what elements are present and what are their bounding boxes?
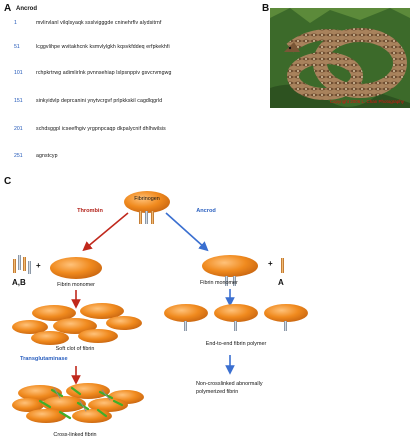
fibrinopeptide-rod: [13, 259, 16, 273]
crosslinked-label: Cross-linked fibrin: [53, 432, 97, 438]
soft-clot-cluster: [12, 303, 142, 345]
sequence-row-text: agnstcyp: [36, 153, 58, 159]
fibrin-monomer-ellipse: [202, 255, 258, 277]
plus-right: +: [268, 259, 273, 268]
sequence-row: 151 sinkyidvlp deprcanini ynytvcrgvf prlp…: [14, 98, 162, 104]
thrombin-label: Thrombin: [77, 208, 103, 214]
sequence-row: 101 rchpkrtrwg adimlirlnk pvnnsehiap lslp…: [14, 70, 171, 76]
soft-clot-label: Soft clot of fibrin: [55, 346, 95, 352]
sequence-row-text: schdsggpl icseefhgiv yrgpnpcaqp dkpalycn…: [36, 126, 166, 132]
sequence-title: Ancrod: [16, 6, 37, 12]
fibrinopeptide-a-label: A: [278, 278, 284, 287]
sequence-row-text: sinkyidvlp deprcanini ynytvcrgvf prlpkks…: [36, 98, 163, 104]
sequence-row: 1 mvlirvlanl vilqlsyaqk ssslvigggde cnine…: [14, 20, 161, 26]
end-to-end-polymer: [164, 304, 308, 331]
fibrinopeptide-ab-label: A,B: [12, 278, 26, 287]
fibrin-monomer-left-label: Fibrin monomer: [57, 282, 95, 288]
photo-credit: Copyright 2006 L. Chan Photography: [329, 99, 404, 104]
fibrinogen-label: Fibrinogen: [134, 196, 160, 202]
fibrinopeptide-peg: [145, 211, 148, 224]
sequence-row: 251 agnstcyp: [14, 153, 58, 159]
panel-label-a: A: [4, 3, 12, 14]
panel-label-b: B: [262, 3, 270, 14]
sequence-row-text: rchpkrtrwg adimlirlnk pvnnsehiap lslpsnp…: [36, 70, 172, 76]
sequence-row-text: lcggvlihpe wvitakhcnk ksmvlylgkh kqsvkfd…: [36, 44, 170, 50]
panel-label-c: C: [4, 176, 12, 187]
thrombin-arrow: [82, 212, 129, 252]
snake-photo-image: [270, 8, 410, 108]
fibrin-monomer-right-label: Fibrin monomer: [200, 280, 238, 286]
crosslinked-fibrin-cluster: [12, 383, 144, 423]
fibrinopeptide-rod: [281, 258, 284, 273]
fibrinopeptide-peg: [18, 255, 21, 270]
sequence-row-number: 251: [14, 153, 23, 159]
ancrod-arrow: [165, 212, 209, 252]
sequence-row-number: 1: [14, 20, 17, 26]
fibrinogen-ellipse: [124, 191, 170, 213]
non-crosslinked-label-line2: polymerized fibrin: [196, 389, 239, 395]
snake-photo: Copyright 2006 L. Chan Photography: [270, 8, 410, 108]
fibrinopeptide-rod: [23, 257, 26, 271]
fibrinopeptide-peg: [28, 261, 31, 274]
fibrin-monomer-ellipse: [50, 257, 102, 279]
sequence-row-text: mvlirvlanl vilqlsyaqk ssslvigggde cnineh…: [36, 20, 162, 26]
ancrod-label: Ancrod: [196, 208, 216, 214]
sequence-row-number: 51: [14, 44, 20, 50]
sequence-row: 201 schdsggpl icseefhgiv yrgpnpcaqp dkpal…: [14, 126, 166, 132]
fibrinopeptide-peg: [233, 276, 236, 286]
transglutaminase-label: Transglutaminase: [20, 356, 68, 362]
sequence-row-number: 151: [14, 98, 23, 104]
non-crosslinked-label-line1: Non-crosslinked abnormally: [196, 381, 263, 387]
sequence-row: 51 lcggvlihpe wvitakhcnk ksmvlylgkh kqsvk…: [14, 44, 170, 50]
fibrinopeptide-rod: [139, 211, 142, 224]
fibrinopeptide-rod: [151, 211, 154, 224]
sequence-row-number: 101: [14, 70, 23, 76]
end-to-end-label: End-to-end fibrin polymer: [205, 341, 267, 347]
sequence-row-number: 201: [14, 126, 23, 132]
fibrinopeptide-peg: [225, 276, 228, 286]
plus-left: +: [36, 261, 41, 270]
